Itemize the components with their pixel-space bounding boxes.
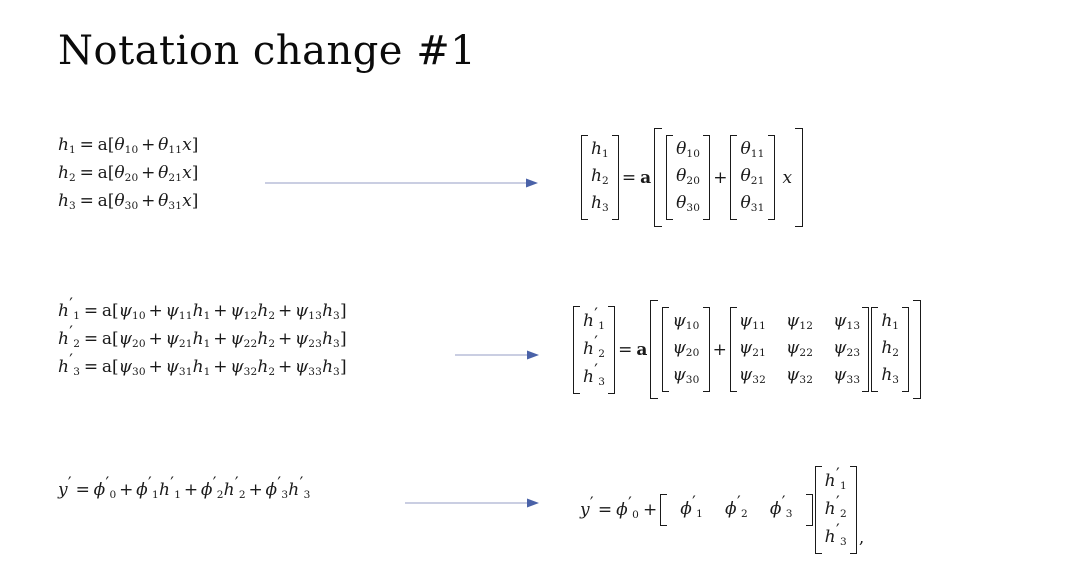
vector-cell: θ11: [740, 139, 765, 161]
matrix-cell: ψ33: [833, 365, 861, 387]
equation-line: h2=a[θ20+θ21x]: [58, 163, 199, 185]
vector-cell: ϕ′2: [725, 492, 748, 521]
vector-cell: h2: [591, 166, 609, 188]
equation-line: h′2=a[ψ20+ψ21h1+ψ22h2+ψ23h3]: [58, 322, 347, 351]
equation-group-3: y′=ϕ′0+ϕ′1h′1+ϕ′2h′2+ϕ′3h′3: [58, 473, 311, 505]
arrow-block-3: [405, 497, 541, 509]
vector-cell: θ30: [676, 193, 701, 215]
equals-sign: =: [597, 500, 613, 520]
vector-cell: h′3: [824, 520, 847, 549]
vector-cell: h2: [881, 338, 900, 360]
equation-group-1: h1=a[θ10+θ11x] h2=a[θ20+θ21x] h3=a[θ30+θ…: [58, 132, 198, 216]
vector-cell: θ31: [740, 193, 765, 215]
vector-cell: ψ30: [672, 365, 700, 387]
vector-cell: θ21: [740, 166, 765, 188]
plus-sign: +: [642, 500, 658, 520]
row-vector: ϕ′1 ϕ′2 ϕ′3: [669, 492, 803, 524]
outer-bracket: θ10 θ20 θ30 + θ11 θ21 θ31 x: [654, 128, 804, 227]
vector-cell: θ20: [676, 166, 701, 188]
arrow-block-2: [455, 349, 541, 361]
lhs-vector: h1 h2 h3: [590, 137, 610, 218]
equation-line: h3=a[θ30+θ31x]: [58, 191, 199, 213]
arrow-block-1: [265, 177, 540, 189]
vector-cell: ψ10: [672, 311, 700, 333]
vector-cell: h′1: [583, 303, 606, 332]
activation-symbol: a: [636, 339, 648, 360]
vector-cell: ϕ′1: [680, 492, 704, 521]
equation-line: h1=a[θ10+θ11x]: [58, 135, 199, 157]
matrix-equation-3: y′ = ϕ′0 + ϕ′1 ϕ′2 ϕ′3 h′1 h′2 h′3 ,: [578, 464, 865, 554]
vector-cell: h3: [881, 365, 900, 387]
equals-sign: =: [618, 339, 633, 360]
equation-line: h′1=a[ψ10+ψ11h1+ψ12h2+ψ13h3]: [58, 294, 347, 323]
input-vector-bracket: h1 h2 h3: [871, 307, 910, 392]
matrix-cell: ψ21: [738, 338, 766, 360]
vector-cell: ϕ′3: [769, 492, 793, 521]
vector-cell: θ10: [676, 139, 701, 161]
vector-cell: h′3: [583, 359, 606, 388]
input-vector: h1 h2 h3: [880, 309, 900, 390]
outer-bracket: ψ10 ψ20 ψ30 + ψ11 ψ12 ψ13 ψ21 ψ22 ψ23 ψ3…: [650, 300, 921, 399]
lhs-vector: h′1 h′2 h′3: [582, 303, 606, 392]
vector-cell: h′1: [824, 464, 847, 493]
input-scalar: x: [782, 167, 793, 188]
bias-vector: ψ10 ψ20 ψ30: [671, 309, 700, 390]
vector-cell: h1: [881, 311, 900, 333]
equals-sign: =: [621, 167, 637, 188]
trailing-comma: ,: [858, 528, 865, 548]
weight-vector-bracket: θ11 θ21 θ31: [730, 135, 775, 220]
matrix-cell: ψ23: [833, 338, 861, 360]
vector-cell: h1: [591, 139, 609, 161]
page-title: Notation change #1: [58, 28, 477, 74]
plus-sign: +: [713, 167, 728, 188]
matrix-cell: ψ32: [738, 365, 766, 387]
matrix-cell: ψ13: [833, 311, 861, 333]
matrix-cell: ψ32: [786, 365, 814, 387]
matrix-cell: ψ12: [786, 311, 814, 333]
equation-line: h′3=a[ψ30+ψ31h1+ψ32h2+ψ33h3]: [58, 350, 347, 379]
lhs-vector-bracket: h′1 h′2 h′3: [573, 303, 616, 394]
matrix-cell: ψ11: [738, 311, 766, 333]
input-vector: h′1 h′2 h′3: [824, 464, 848, 552]
vector-cell: ψ20: [672, 338, 700, 360]
lhs-symbol: y′: [580, 493, 594, 520]
weight-matrix: ψ11 ψ12 ψ13 ψ21 ψ22 ψ23 ψ32 ψ32 ψ33: [739, 309, 860, 390]
vector-cell: h3: [591, 193, 609, 215]
bias-vector-bracket: θ10 θ20 θ30: [666, 135, 711, 220]
lhs-vector-bracket: h1 h2 h3: [581, 135, 619, 220]
plus-sign: +: [712, 339, 727, 360]
intercept-symbol: ϕ′0: [616, 493, 639, 522]
equation-group-2: h′1=a[ψ10+ψ11h1+ψ12h2+ψ13h3] h′2=a[ψ20+ψ…: [58, 294, 347, 382]
weight-matrix-bracket: ψ11 ψ12 ψ13 ψ21 ψ22 ψ23 ψ32 ψ32 ψ33: [729, 307, 870, 392]
weight-vector: θ11 θ21 θ31: [739, 137, 765, 218]
input-vector-bracket: h′1 h′2 h′3: [814, 464, 858, 554]
matrix-cell: ψ22: [786, 338, 814, 360]
bias-vector: θ10 θ20 θ30: [675, 137, 701, 218]
vector-cell: h′2: [583, 331, 606, 360]
bias-vector-bracket: ψ10 ψ20 ψ30: [662, 307, 710, 392]
matrix-equation-1: h1 h2 h3 = a θ10 θ20 θ30 + θ11 θ21 θ31 x: [580, 128, 804, 227]
matrix-equation-2: h′1 h′2 h′3 = a ψ10 ψ20 ψ30 + ψ11 ψ12 ψ1…: [572, 300, 922, 399]
row-vector-bracket: ϕ′1 ϕ′2 ϕ′3: [660, 492, 814, 526]
equation-line: y′=ϕ′0+ϕ′1h′1+ϕ′2h′2+ϕ′3h′3: [58, 473, 311, 502]
vector-cell: h′2: [824, 492, 847, 521]
activation-symbol: a: [640, 167, 652, 188]
